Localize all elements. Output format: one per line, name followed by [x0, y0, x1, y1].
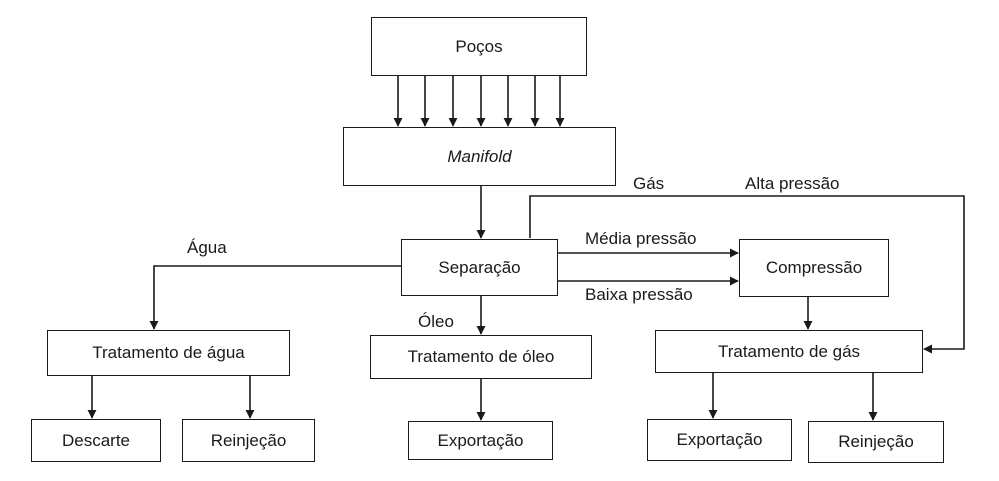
gas-export-label: Exportação: [676, 430, 763, 449]
water-arrow: [149, 265, 401, 330]
gas-reinjection-box: Reinjeção: [808, 421, 944, 463]
high-pressure-edge-label: Alta pressão: [745, 174, 840, 193]
manifold-box: Manifold: [343, 127, 616, 186]
water-reinjection-box: Reinjeção: [182, 419, 315, 462]
water-treatment-box: Tratamento de água: [47, 330, 290, 376]
gas-edge-label: Gás: [633, 174, 665, 193]
oil-export-label: Exportação: [437, 430, 524, 450]
water-reinjection-label: Reinjeção: [210, 430, 287, 450]
compression-box: Compressão: [739, 239, 889, 297]
medium-pressure-edge-label: Média pressão: [585, 229, 697, 248]
water-edge-label: Água: [187, 238, 227, 257]
discharge-label: Descarte: [61, 430, 131, 450]
oil-edge-label: Óleo: [418, 312, 454, 331]
gas-export-box: Exportação: [647, 419, 792, 461]
discharge-box: Descarte: [31, 419, 161, 462]
separation-box: Separação: [401, 239, 558, 296]
water-treatment-label: Tratamento de água: [92, 343, 245, 362]
oil-treatment-label: Tratamento de óleo: [407, 347, 555, 366]
compression-label: Compressão: [765, 258, 863, 277]
wells-label: Poços: [455, 36, 503, 56]
gas-reinjection-label: Reinjeção: [838, 432, 914, 451]
manifold-label: Manifold: [447, 146, 512, 166]
wells-box: Poços: [371, 17, 587, 76]
high-pressure-gas-arrow: [529, 195, 965, 354]
gas-treatment-box: Tratamento de gás: [655, 330, 923, 373]
low-pressure-edge-label: Baixa pressão: [585, 285, 693, 304]
oil-treatment-box: Tratamento de óleo: [370, 335, 592, 379]
separation-label: Separação: [438, 257, 521, 277]
gas-treatment-label: Tratamento de gás: [717, 341, 861, 361]
oil-export-box: Exportação: [408, 421, 553, 460]
